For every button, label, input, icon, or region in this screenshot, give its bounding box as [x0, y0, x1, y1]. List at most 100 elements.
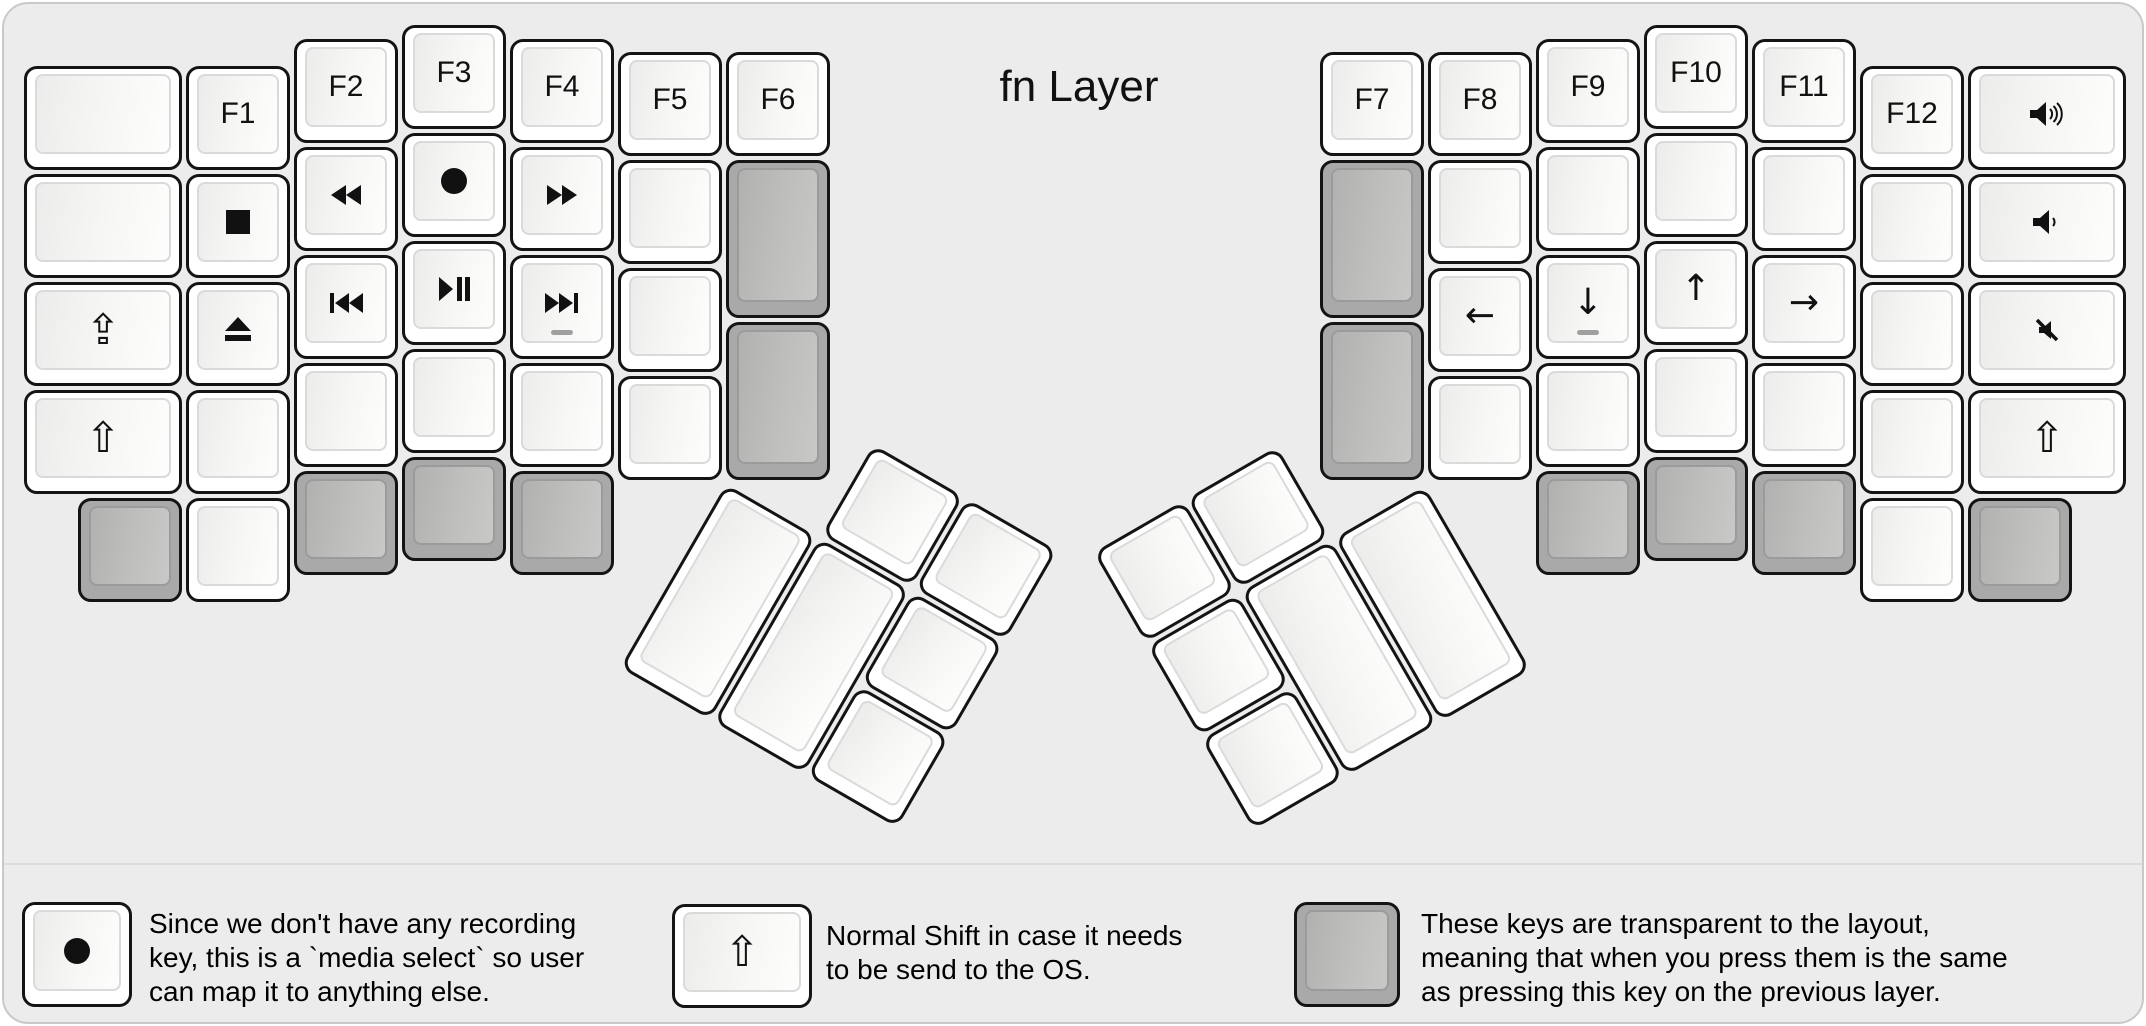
- key-play-pause: [402, 241, 506, 345]
- keytop: [1331, 330, 1413, 464]
- eject-icon: [221, 315, 255, 345]
- keytop: [413, 465, 495, 545]
- keytop: [197, 505, 279, 586]
- key-arrow-down: ↓: [1536, 254, 1640, 359]
- key-eject: [186, 281, 290, 386]
- key-label: F1: [220, 96, 256, 130]
- keytop: F1: [197, 73, 279, 154]
- keytop: [33, 910, 121, 991]
- blank-key: [510, 362, 614, 467]
- keytop: [629, 384, 711, 464]
- key-shift: ⇧: [24, 389, 182, 494]
- blank-key: [186, 497, 290, 602]
- key-f6: F6: [726, 52, 830, 156]
- keytop: [413, 357, 495, 437]
- transparent-key: [1752, 470, 1856, 575]
- keytop: [1871, 505, 1953, 586]
- keytop: [839, 456, 951, 568]
- mute-icon: [2030, 313, 2064, 347]
- volume-down-icon: [2027, 207, 2067, 237]
- fast-forward-icon: [544, 183, 580, 207]
- keytop: ⇧: [35, 397, 171, 478]
- keytop: ⇧: [1979, 397, 2115, 478]
- keytop: [413, 141, 495, 221]
- key-arrow-up: ↑: [1644, 241, 1748, 345]
- key-arrow-left: ←: [1428, 268, 1532, 372]
- record-icon: [60, 934, 94, 968]
- keytop: ↓: [1547, 262, 1629, 343]
- keytop: ←: [1439, 276, 1521, 356]
- page-title: fn Layer: [999, 62, 1159, 111]
- shift-icon: ⇧: [2029, 412, 2065, 462]
- key-caps-lock: ⇪: [24, 281, 182, 386]
- keytop: [629, 276, 711, 356]
- blank-key: [1860, 281, 1964, 386]
- key-rewind: [294, 146, 398, 251]
- keytop: F6: [737, 60, 819, 140]
- blank-key: [186, 389, 290, 494]
- keytop: F4: [521, 46, 603, 127]
- key-fast-forward: [510, 146, 614, 251]
- keytop: [521, 262, 603, 343]
- key-volume-down: [1968, 173, 2126, 278]
- volume-up-icon: [2027, 99, 2067, 129]
- blank-key: [618, 160, 722, 264]
- blank-key: [402, 349, 506, 453]
- transparent-key: [726, 160, 830, 318]
- keytop: [1979, 505, 2061, 586]
- key-label: F8: [1462, 83, 1498, 116]
- keytop: [1547, 478, 1629, 559]
- keytop: [932, 510, 1044, 622]
- blank-key: [1752, 362, 1856, 467]
- arrow-right-icon: →: [1788, 281, 1820, 323]
- keytop: [305, 370, 387, 451]
- key-shift: ⇧: [1968, 389, 2126, 494]
- play-pause-icon: [436, 275, 472, 303]
- transparent-key: [1968, 497, 2072, 602]
- keytop: [521, 154, 603, 235]
- legend-line: to be send to the OS.: [826, 954, 1091, 985]
- shift-icon: ⇧: [85, 412, 121, 462]
- key-label: F6: [760, 83, 796, 116]
- key-f10: F10: [1644, 25, 1748, 129]
- keytop: [1871, 289, 1953, 370]
- key-mute: [1968, 281, 2126, 386]
- transparent-key: [1320, 322, 1424, 480]
- keytop: F3: [413, 33, 495, 113]
- keytop: ↑: [1655, 249, 1737, 329]
- key-label: F9: [1570, 69, 1606, 103]
- transparent-key: [510, 470, 614, 575]
- keytop: [1871, 397, 1953, 478]
- keytop: [197, 181, 279, 262]
- key-f5: F5: [618, 52, 722, 156]
- blank-key: [24, 173, 182, 278]
- keytop: [737, 330, 819, 464]
- key-label: F5: [652, 83, 688, 116]
- key-label: F10: [1670, 56, 1722, 89]
- keytop: [521, 478, 603, 559]
- legend-line: meaning that when you press them is the …: [1421, 942, 2008, 973]
- blank-key: [618, 268, 722, 372]
- key-f4: F4: [510, 38, 614, 143]
- legend-text-record: Since we don't have any recording key, t…: [149, 907, 584, 1009]
- keytop: F2: [305, 46, 387, 127]
- keytop: [197, 397, 279, 478]
- blank-key: [1536, 362, 1640, 467]
- stop-icon: [221, 205, 255, 239]
- shift-icon: ⇧: [724, 927, 760, 976]
- transparent-key: [1536, 470, 1640, 575]
- keytop: F9: [1547, 46, 1629, 127]
- blank-key: [1644, 133, 1748, 237]
- keytop: F7: [1331, 60, 1413, 140]
- keytop: [413, 249, 495, 329]
- blank-key: [24, 65, 182, 170]
- legend-line: can map it to anything else.: [149, 976, 490, 1007]
- key-f9: F9: [1536, 38, 1640, 143]
- keytop: [1979, 289, 2115, 370]
- key-label: F3: [436, 56, 472, 89]
- legend-divider: [4, 863, 2142, 865]
- keytop: [737, 168, 819, 302]
- transparent-key: [402, 457, 506, 561]
- key-label: F11: [1779, 69, 1829, 103]
- keytop: [1763, 370, 1845, 451]
